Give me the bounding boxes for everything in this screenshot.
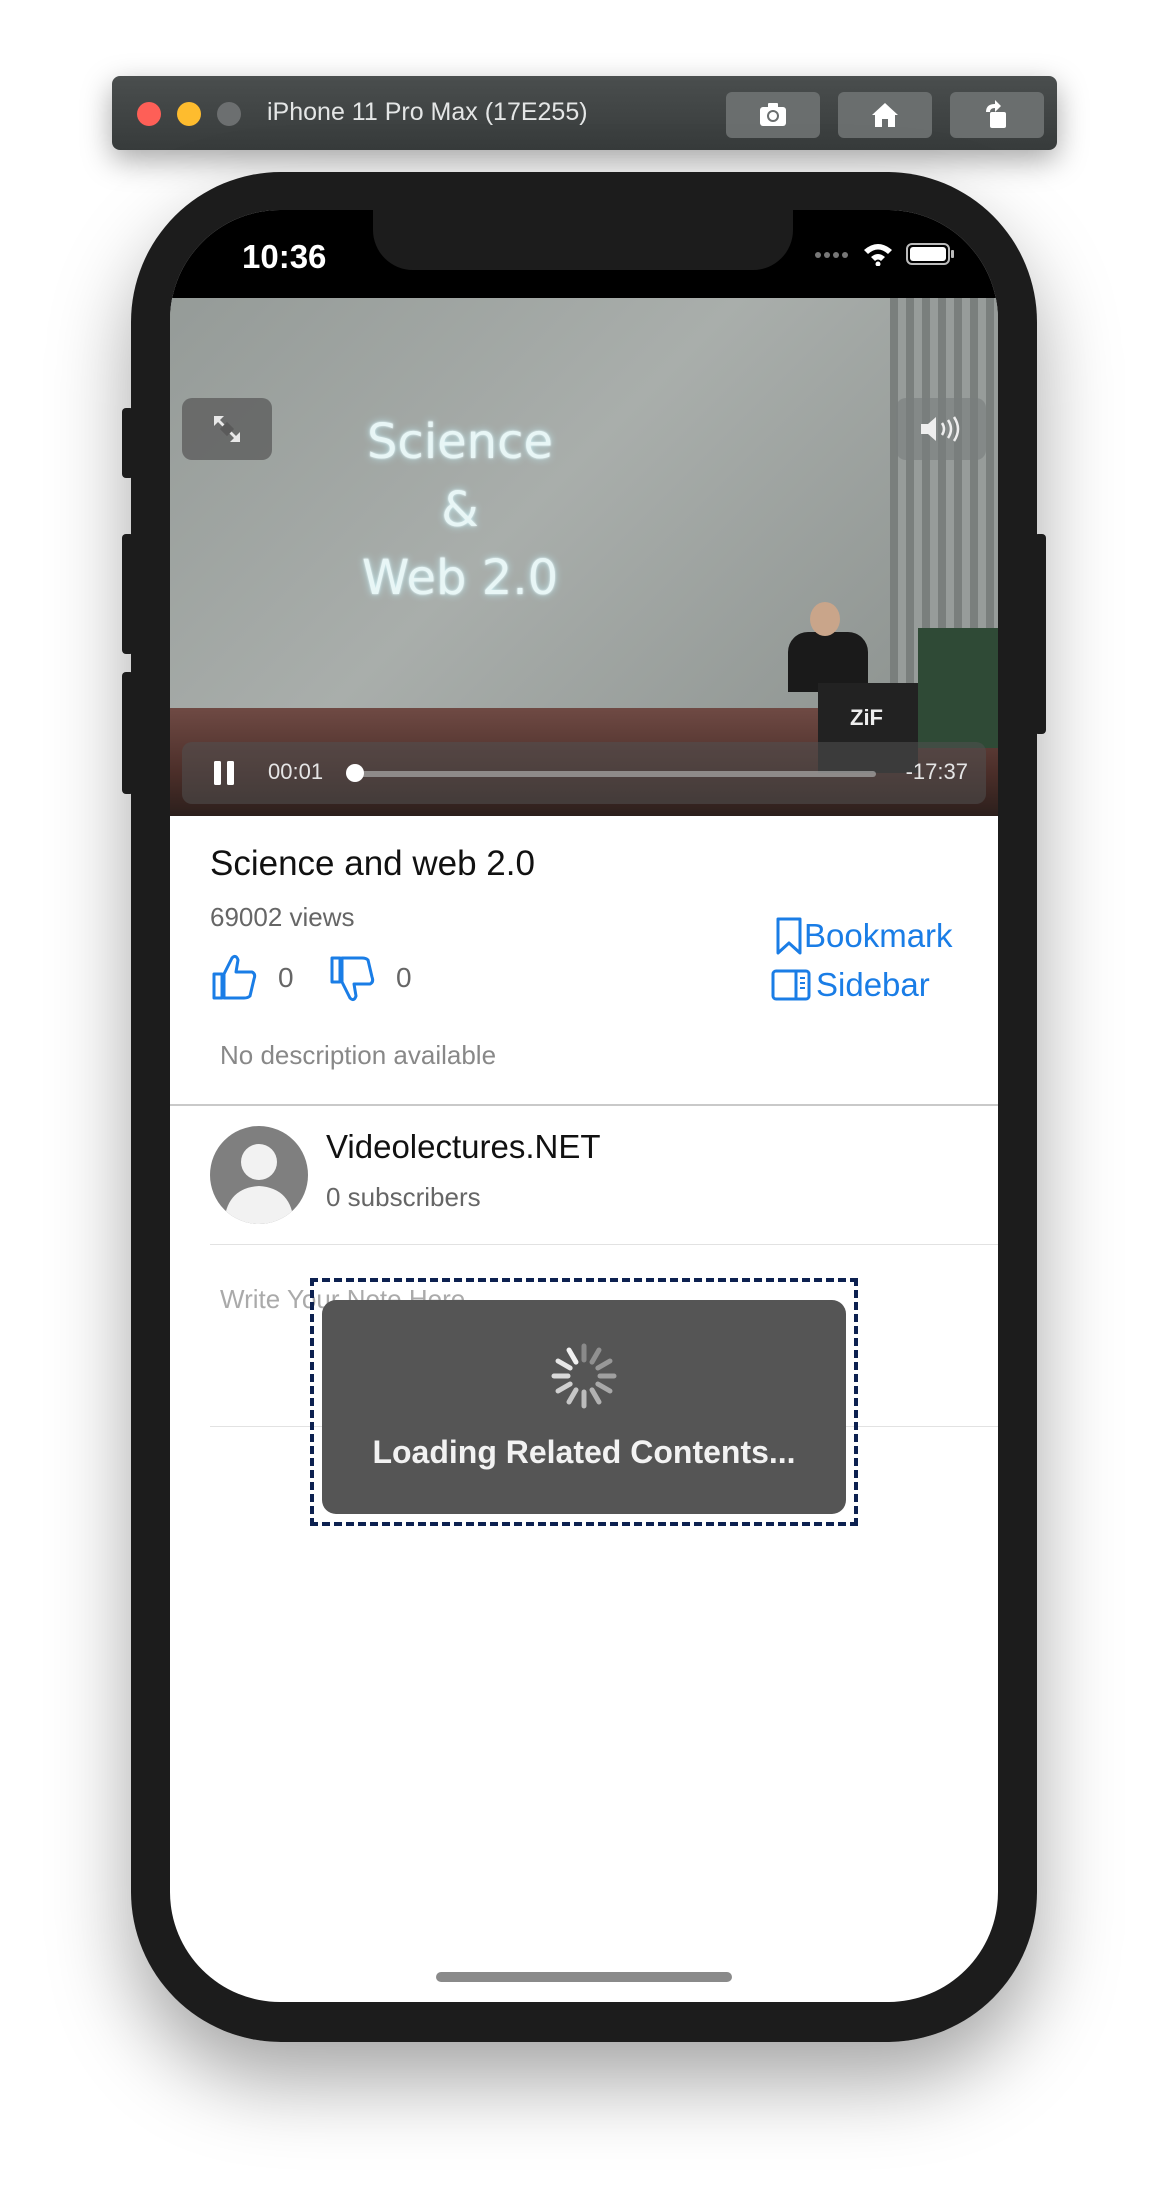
status-time: 10:36 xyxy=(242,238,327,275)
speaker-body xyxy=(788,632,868,692)
divider xyxy=(170,1104,998,1106)
screenshot-icon xyxy=(760,103,786,126)
like-count: 0 xyxy=(278,962,294,993)
simulator-title: iPhone 11 Pro Max (17E255) xyxy=(267,98,588,126)
video-player[interactable]: ZiF Science & Web 2.0 xyxy=(170,298,998,816)
status-icons xyxy=(814,242,956,266)
rotate-button[interactable] xyxy=(950,92,1044,138)
current-time: 00:01 xyxy=(268,759,324,784)
loading-spinner-icon xyxy=(551,1343,617,1409)
cellular-signal-icon xyxy=(815,252,848,258)
fullscreen-button[interactable] xyxy=(182,398,272,460)
power-button[interactable] xyxy=(1034,534,1046,734)
volume-button[interactable] xyxy=(896,398,986,460)
bookmark-icon xyxy=(776,917,802,955)
home-button[interactable] xyxy=(838,92,932,138)
sidebar-label: Sidebar xyxy=(816,966,930,1003)
sidebar-button[interactable]: Sidebar xyxy=(770,966,930,1004)
chalkboard xyxy=(918,628,998,748)
screenshot-button[interactable] xyxy=(726,92,820,138)
close-window-button[interactable] xyxy=(137,102,161,126)
bookmark-button[interactable]: Bookmark xyxy=(774,916,953,956)
sidebar-icon xyxy=(771,969,811,1001)
podium-label: ZiF xyxy=(850,705,883,730)
wifi-icon xyxy=(864,244,892,266)
pause-icon[interactable] xyxy=(212,760,236,786)
person-placeholder-icon xyxy=(224,1144,294,1224)
bookmark-label: Bookmark xyxy=(804,917,953,954)
notch xyxy=(373,210,793,270)
slide-text: Science & Web 2.0 xyxy=(310,408,610,612)
loading-hud: Loading Related Contents... xyxy=(322,1300,846,1514)
home-indicator[interactable] xyxy=(436,1972,732,1982)
remaining-time: -17:37 xyxy=(905,759,968,784)
divider xyxy=(210,1244,998,1245)
subscriber-count: 0 subscribers xyxy=(326,1182,481,1212)
slide-line-2: & xyxy=(441,482,479,538)
minimize-window-button[interactable] xyxy=(177,102,201,126)
progress-thumb[interactable] xyxy=(346,764,365,782)
view-count: 69002 views xyxy=(210,902,355,932)
battery-icon xyxy=(906,243,954,265)
playback-controls: 00:01 -17:37 xyxy=(182,742,986,804)
dislike-count: 0 xyxy=(396,962,412,993)
channel-name[interactable]: Videolectures.NET xyxy=(326,1128,601,1165)
thumbs-up-icon[interactable] xyxy=(210,952,258,1002)
simulator-toolbar: iPhone 11 Pro Max (17E255) xyxy=(112,76,1057,150)
slide-line-3: Web 2.0 xyxy=(361,550,559,606)
loading-message: Loading Related Contents... xyxy=(372,1434,796,1470)
zoom-window-button[interactable] xyxy=(217,102,241,126)
speaker-volume-icon xyxy=(921,416,960,442)
speaker-head xyxy=(810,602,840,636)
video-description: No description available xyxy=(220,1040,497,1070)
projection-screen xyxy=(170,298,890,718)
expand-icon xyxy=(214,416,240,442)
loading-highlight-border xyxy=(310,1278,858,1526)
phone-screen: 10:36 ZiF xyxy=(170,210,998,2002)
channel-avatar[interactable] xyxy=(210,1126,308,1224)
progress-track[interactable] xyxy=(350,771,876,777)
thumbs-down-icon[interactable] xyxy=(328,954,376,1004)
slide-line-1: Science xyxy=(366,414,554,470)
rotate-icon xyxy=(986,100,1006,128)
video-title: Science and web 2.0 xyxy=(210,844,535,883)
home-icon xyxy=(872,103,898,127)
